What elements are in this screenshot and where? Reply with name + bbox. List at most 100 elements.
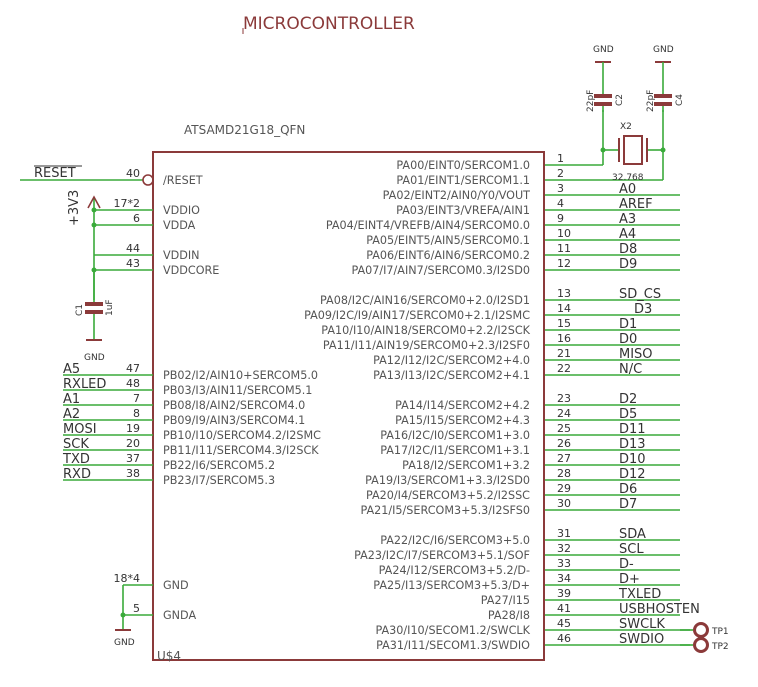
left-pin-name: PB03/I3/AIN11/SERCOM5.1 — [163, 384, 312, 397]
right-pin-number: 3 — [557, 182, 564, 195]
right-pin-number: 29 — [557, 482, 571, 495]
capacitor-c2 — [594, 61, 612, 112]
right-net-label: A0 — [619, 182, 636, 197]
right-pin-name: PA25/I13/SERCOM3+5.3/D+ — [373, 579, 530, 592]
right-pin-number: 10 — [557, 227, 571, 240]
right-net-label: D+ — [619, 572, 640, 587]
right-pin-number: 27 — [557, 452, 571, 465]
left-pin-name: PB23/I7/SERCOM5.3 — [163, 474, 275, 487]
right-net-label: SD_CS — [619, 287, 661, 302]
right-pin-number: 41 — [557, 602, 571, 615]
right-net-label: D3 — [634, 302, 652, 317]
supply-3v3-label: +3V3 — [67, 190, 82, 226]
right-pin-name: PA27/I15 — [481, 594, 530, 607]
left-pin-number: 40 — [126, 167, 140, 180]
right-pin-number: 1 — [557, 152, 564, 165]
left-pin-name: PB10/I10/SERCOM4.2/I2SMC — [163, 429, 321, 442]
right-pin-number: 16 — [557, 332, 571, 345]
right-net-label: N/C — [619, 362, 642, 377]
left-net-label: A5 — [63, 362, 80, 377]
left-pin-number: 7 — [133, 392, 140, 405]
junction-dot — [91, 207, 97, 213]
capacitor-c2-value: 22pF — [586, 90, 596, 112]
right-pin-name: PA09/I2C/I9/AIN17/SERCOM0+2.1/I2SMC — [304, 309, 530, 322]
left-net-label: TXD — [62, 452, 90, 467]
capacitor-c2-ref: C2 — [615, 94, 625, 106]
left-pin-group: /RESET40VDDIO17*2VDDA6VDDIN44VDDCORE43PB… — [114, 167, 322, 622]
left-pin-number: 19 — [126, 422, 140, 435]
capacitor-c1-ref: C1 — [75, 304, 85, 316]
left-net-label: A1 — [63, 392, 80, 407]
right-pin-number: 2 — [557, 167, 564, 180]
right-pin-name: PA00/EINT0/SERCOM1.0 — [396, 159, 530, 172]
left-net-label: RXLED — [63, 377, 106, 392]
right-net-label: TXLED — [618, 587, 661, 602]
ground-symbol — [115, 584, 153, 631]
right-pin-name: PA22/I2C/I6/SERCOM3+5.0 — [380, 534, 530, 547]
left-pin-name: VDDA — [163, 219, 196, 232]
left-pin-number: 38 — [126, 467, 140, 480]
chip-name: ATSAMD21G18_QFN — [184, 123, 305, 137]
left-pin-name: PB22/I6/SERCOM5.2 — [163, 459, 275, 472]
right-pin-name: PA04/EINT4/VREFB/AIN4/SERCOM0.0 — [326, 219, 530, 232]
right-pin-name: PA15/I15/SERCOM2+4.3 — [395, 414, 530, 427]
right-net-label: D0 — [619, 332, 637, 347]
right-pin-name: PA28/I8 — [488, 609, 530, 622]
left-pin-name: VDDCORE — [163, 264, 219, 277]
testpoint-tp2-label: TP2 — [711, 642, 729, 652]
capacitor-c4-value: 22pF — [646, 90, 656, 112]
left-net-label: SCK — [63, 437, 89, 452]
right-pin-name: PA06/EINT6/AIN6/SERCOM0.2 — [366, 249, 530, 262]
right-net-label: D12 — [619, 467, 646, 482]
right-pin-name: PA02/EINT2/AIN0/Y0/VOUT — [383, 189, 531, 202]
right-pin-name: PA14/I14/SERCOM2+4.2 — [395, 399, 530, 412]
right-pin-number: 39 — [557, 587, 571, 600]
right-net-label: SDA — [619, 527, 646, 542]
gnd-label: GND — [84, 353, 105, 363]
reset-inversion-bubble — [142, 174, 154, 186]
right-net-label: SWCLK — [619, 617, 665, 632]
left-pin-number: 37 — [126, 452, 140, 465]
right-net-label: SCL — [619, 542, 644, 557]
testpoint-tp1 — [680, 622, 709, 638]
left-pin-name: VDDIO — [163, 204, 200, 217]
right-net-label: D8 — [619, 242, 637, 257]
capacitor-c4 — [654, 61, 672, 112]
right-net-label: A3 — [619, 212, 636, 227]
right-net-label: USBHOSTEN — [619, 602, 700, 617]
right-net-label: D- — [619, 557, 634, 572]
right-pin-name: PA20/I4/SERCOM3+5.2/I2SSC — [366, 489, 530, 502]
capacitor-c1 — [85, 270, 103, 341]
right-net-label: D2 — [619, 392, 637, 407]
left-pin-number: 5 — [133, 602, 140, 615]
right-pin-name: PA12/I12/I2C/SERCOM2+4.0 — [373, 354, 530, 367]
gnd-label: GND — [593, 45, 614, 55]
right-pin-name: PA19/I3/SERCOM1+3.3/I2SD0 — [365, 474, 530, 487]
right-pin-number: 15 — [557, 317, 571, 330]
right-net-label: D5 — [619, 407, 637, 422]
left-pin-number: 47 — [126, 362, 140, 375]
left-pin-name: GNDA — [163, 609, 196, 622]
right-pin-name: PA13/I13/I2C/SERCOM2+4.1 — [373, 369, 530, 382]
crystal-x2 — [545, 110, 666, 181]
left-pin-number: 17*2 — [114, 197, 141, 210]
right-net-label: SWDIO — [619, 632, 664, 647]
capacitor-c4-ref: C4 — [675, 94, 685, 106]
left-pin-number: 6 — [133, 212, 140, 225]
right-pin-number: 22 — [557, 362, 571, 375]
left-pin-name: VDDIN — [163, 249, 200, 262]
right-pin-number: 21 — [557, 347, 571, 360]
right-pin-number: 30 — [557, 497, 571, 510]
right-pin-number: 13 — [557, 287, 571, 300]
right-pin-name: PA10/I10/AIN18/SERCOM0+2.2/I2SCK — [321, 324, 530, 337]
right-pin-number: 25 — [557, 422, 571, 435]
right-pin-number: 11 — [557, 242, 571, 255]
right-pin-name: PA31/I11/SECOM1.3/SWDIO — [376, 639, 530, 652]
right-net-label: D10 — [619, 452, 646, 467]
right-pin-number: 9 — [557, 212, 564, 225]
right-net-label: D9 — [619, 257, 637, 272]
left-net-label: MOSI — [63, 422, 97, 437]
right-pin-name: PA08/I2C/AIN16/SERCOM0+2.0/I2SD1 — [320, 294, 530, 307]
